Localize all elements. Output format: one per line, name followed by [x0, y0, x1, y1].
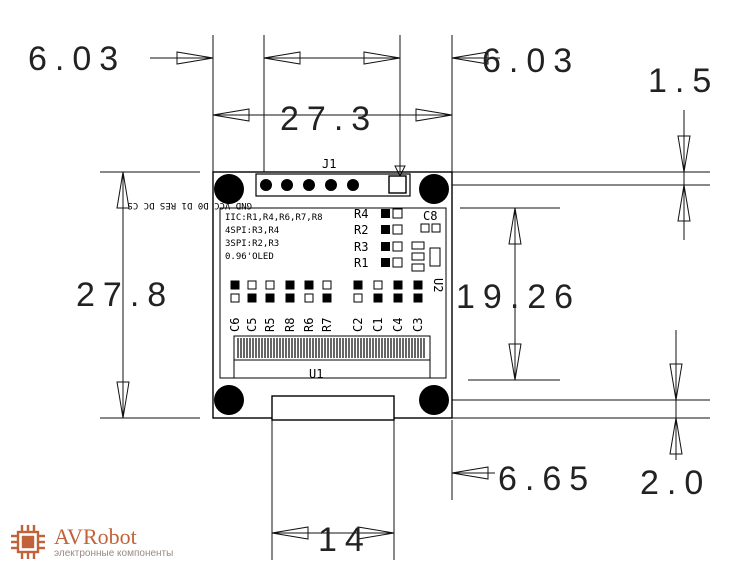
pin-2 [281, 179, 293, 191]
res-label-r2: R2 [354, 223, 368, 237]
pcb-board [212, 171, 453, 421]
resistor-pads [381, 208, 403, 268]
mounting-holes [214, 174, 449, 415]
comp-c1: C1 [371, 318, 385, 332]
comp-c3: C3 [411, 318, 425, 332]
u1-label: U1 [309, 367, 323, 381]
arrow-hole-left [263, 51, 301, 65]
arrow-right-low [451, 466, 489, 480]
arrow-span-left [212, 108, 250, 122]
comp-c2: C2 [351, 318, 365, 332]
dim-bottom-offset: 2.0 [640, 464, 711, 502]
brand-logo[interactable]: AVRobot электронные компоненты [8, 522, 173, 562]
pin-square [388, 175, 407, 194]
res-label-r1: R1 [354, 256, 368, 270]
arrow-tab-right [357, 526, 395, 540]
dim-right-lower: 6.65 [498, 460, 596, 498]
dim-display-height: 19.26 [456, 278, 581, 316]
arrow-span-right [415, 108, 453, 122]
comp-r8: R8 [283, 318, 297, 332]
dim-board-height: 27.8 [76, 276, 174, 314]
hole-bottom-left [214, 385, 244, 415]
u2-chip [411, 241, 441, 272]
arrow-display-bottom [508, 343, 522, 381]
header-pins [260, 179, 359, 191]
brand-name: AVRobot [54, 523, 137, 549]
u1-outline [233, 360, 431, 379]
comp-c4: C4 [391, 318, 405, 332]
arrow-board-bottom [116, 381, 130, 419]
pin-5 [347, 179, 359, 191]
dim-left-margin: 6.03 [28, 40, 126, 78]
c8-pad-b [431, 223, 441, 233]
chip-icon [11, 525, 45, 559]
res-label-r4: R4 [354, 207, 368, 221]
comp-r5: R5 [263, 318, 277, 332]
arrow-left-margin [176, 51, 214, 65]
brand-text: AVRobot электронные компоненты [54, 523, 174, 559]
pin-4 [325, 179, 337, 191]
dim-right-margin: 6.03 [482, 42, 580, 80]
hole-top-right [419, 174, 449, 204]
pin-labels: GND VCC D0 D1 RES DC CS [127, 200, 252, 210]
mode-line-4: 0.96'OLED [225, 252, 274, 262]
mode-line-2: 4SPI:R3,R4 [225, 226, 279, 236]
hole-bottom-right [419, 385, 449, 415]
header-label: J1 [322, 157, 336, 171]
arrow-hole-right [363, 51, 401, 65]
cap-c8-label: C8 [423, 209, 437, 223]
arrow-right-margin [451, 51, 489, 65]
arrow-display-top [508, 207, 522, 245]
arrow-tab-left [271, 526, 309, 540]
pin-3 [303, 179, 315, 191]
hole-top-left [214, 174, 244, 204]
mode-line-1: IIC:R1,R4,R6,R7,R8 [225, 213, 323, 223]
bottom-labels: C6 C5 R5 R8 R6 R7 C2 C1 C4 C3 [228, 318, 425, 332]
arrow-top-offset-b [677, 184, 691, 222]
arrow-bottom-b [669, 417, 683, 455]
arrow-board-top [116, 171, 130, 209]
c8-pad-a [420, 223, 430, 233]
arrow-bottom-a [669, 363, 683, 401]
dim-tab-width: 14 [318, 521, 372, 559]
mode-line-3: 3SPI:R2,R3 [225, 239, 279, 249]
comp-r6: R6 [302, 318, 316, 332]
arrow-pin [394, 165, 406, 178]
u2-label: U2 [431, 278, 445, 292]
bottom-tab [271, 395, 395, 421]
bottom-pads [230, 280, 423, 303]
comp-r7: R7 [320, 318, 334, 332]
comp-c6: C6 [228, 318, 242, 332]
res-label-r3: R3 [354, 240, 368, 254]
header-j1 [255, 173, 411, 197]
comp-c5: C5 [245, 318, 259, 332]
brand-subtitle: электронные компоненты [54, 547, 174, 559]
fpc-stripes [237, 338, 425, 358]
dim-hole-span: 27.3 [280, 100, 378, 138]
pin-1 [260, 179, 272, 191]
arrow-top-offset-a [677, 135, 691, 173]
dim-top-offset: 1.5 [648, 62, 719, 100]
